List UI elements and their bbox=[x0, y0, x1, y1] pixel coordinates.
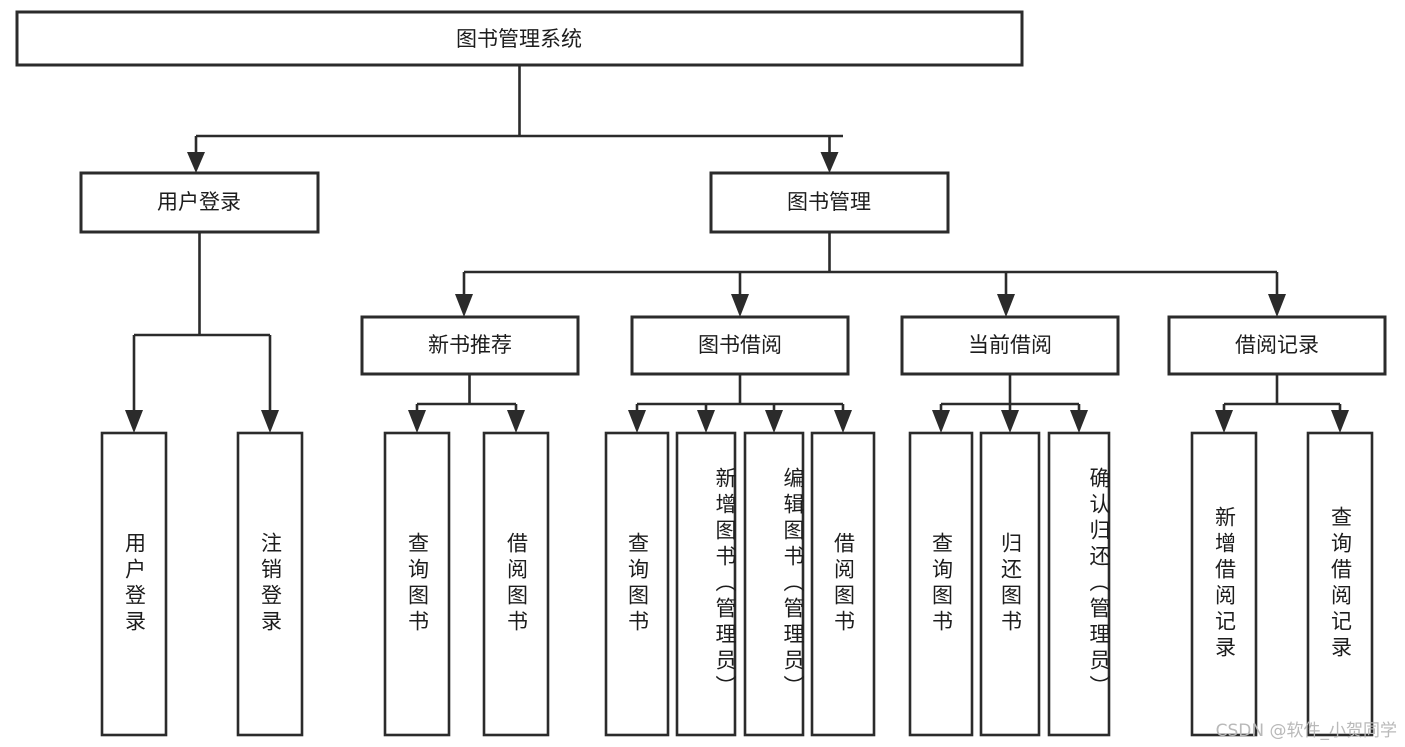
arrowhead-leaf-user-login bbox=[125, 410, 143, 433]
arrowhead-book-manage bbox=[820, 152, 839, 173]
leaf-box-user-login[interactable] bbox=[100, 431, 168, 737]
node-root-box[interactable] bbox=[15, 10, 1024, 67]
arrowhead-cb-return-book bbox=[1001, 410, 1019, 433]
arrowhead-bb-edit-book bbox=[765, 410, 783, 433]
leaf-label-br-query-record: 查询借阅记录 bbox=[1328, 506, 1353, 662]
arrowhead-nb-query-book bbox=[408, 410, 426, 433]
node-current-borrow-box[interactable] bbox=[900, 315, 1120, 376]
arrowhead-leaf-logout bbox=[261, 410, 279, 433]
arrowhead-book-borrow bbox=[731, 294, 749, 317]
leaf-label-cb-return-book: 归还图书 bbox=[998, 532, 1023, 636]
leaf-label-nb-query-book: 查询图书 bbox=[405, 532, 430, 636]
watermark-text: CSDN @软件_小贺同学 bbox=[1215, 721, 1397, 741]
arrowhead-borrow-record bbox=[1268, 294, 1286, 317]
leaf-box-bb-add-book[interactable] bbox=[675, 431, 737, 737]
node-borrow-record[interactable]: 借阅记录 bbox=[1167, 315, 1387, 376]
connector-group bbox=[125, 65, 1349, 433]
node-borrow-record-label: 借阅记录 bbox=[1235, 333, 1319, 357]
node-book-borrow-box[interactable] bbox=[630, 315, 850, 376]
node-user-login-label: 用户登录 bbox=[157, 190, 241, 214]
node-new-book-recommend-label: 新书推荐 bbox=[428, 333, 512, 357]
leaf-label-br-add-record: 新增借阅记录 bbox=[1212, 506, 1237, 662]
leaf-box-cb-query-book[interactable] bbox=[908, 431, 974, 737]
arrowhead-bb-add-book bbox=[697, 410, 715, 433]
leaf-box-br-add-record[interactable] bbox=[1190, 431, 1258, 737]
node-book-management-label: 图书管理 bbox=[787, 190, 871, 214]
leaf-label-cb-confirm-return: 确认归还（管理员） bbox=[1087, 467, 1111, 701]
arrowhead-new-book bbox=[455, 294, 473, 317]
node-new-book-recommend-box[interactable] bbox=[360, 315, 580, 376]
node-book-borrow-label: 图书借阅 bbox=[698, 333, 782, 357]
leaf-box-bb-edit-book[interactable] bbox=[743, 431, 805, 737]
node-user-login[interactable]: 用户登录 bbox=[79, 171, 320, 234]
leaf-box-br-query-record[interactable] bbox=[1306, 431, 1374, 737]
node-root-book-management-system[interactable]: 图书管理系统 bbox=[15, 10, 1024, 67]
arrowhead-user-login bbox=[187, 152, 205, 173]
leaf-label-nb-borrow-book: 借阅图书 bbox=[504, 532, 529, 636]
node-user-login-box[interactable] bbox=[79, 171, 320, 234]
leaf-box-cb-return-book[interactable] bbox=[979, 431, 1041, 737]
arrowhead-br-add-record bbox=[1215, 410, 1233, 433]
arrowhead-bb-query-book bbox=[628, 410, 646, 433]
arrowhead-cb-query-book bbox=[932, 410, 950, 433]
leaf-label-bb-borrow-book: 借阅图书 bbox=[831, 532, 856, 636]
node-book-borrow[interactable]: 图书借阅 bbox=[630, 315, 850, 376]
node-borrow-record-box[interactable] bbox=[1167, 315, 1387, 376]
node-book-management-box[interactable] bbox=[709, 171, 950, 234]
leaf-box-nb-borrow-book[interactable] bbox=[482, 431, 550, 737]
arrowhead-bb-borrow-book bbox=[834, 410, 852, 433]
leaf-box-nb-query-book[interactable] bbox=[383, 431, 451, 737]
leaf-label-user-login: 用户登录 bbox=[122, 532, 147, 636]
leaf-box-logout[interactable] bbox=[236, 431, 304, 737]
leaf-label-bb-edit-book: 编辑图书（管理员） bbox=[781, 467, 805, 701]
arrowhead-br-query-record bbox=[1331, 410, 1349, 433]
node-current-borrow-label: 当前借阅 bbox=[968, 333, 1052, 357]
leaf-label-logout: 注销登录 bbox=[258, 532, 283, 636]
leaf-label-bb-add-book: 新增图书（管理员） bbox=[713, 467, 737, 701]
leaf-box-group bbox=[100, 431, 1374, 737]
leaf-box-cb-confirm-return[interactable] bbox=[1047, 431, 1111, 737]
leaf-box-bb-query-book[interactable] bbox=[604, 431, 670, 737]
leaf-label-cb-query-book: 查询图书 bbox=[929, 532, 954, 636]
node-book-management[interactable]: 图书管理 bbox=[709, 171, 950, 234]
node-current-borrow[interactable]: 当前借阅 bbox=[900, 315, 1120, 376]
leaf-box-bb-borrow-book[interactable] bbox=[810, 431, 876, 737]
arrowhead-current-borrow bbox=[997, 294, 1015, 317]
arrowhead-cb-confirm-return bbox=[1070, 410, 1088, 433]
node-new-book-recommend[interactable]: 新书推荐 bbox=[360, 315, 580, 376]
arrowhead-nb-borrow-book bbox=[507, 410, 525, 433]
leaf-label-bb-query-book: 查询图书 bbox=[625, 532, 650, 636]
node-root-label: 图书管理系统 bbox=[456, 27, 582, 51]
